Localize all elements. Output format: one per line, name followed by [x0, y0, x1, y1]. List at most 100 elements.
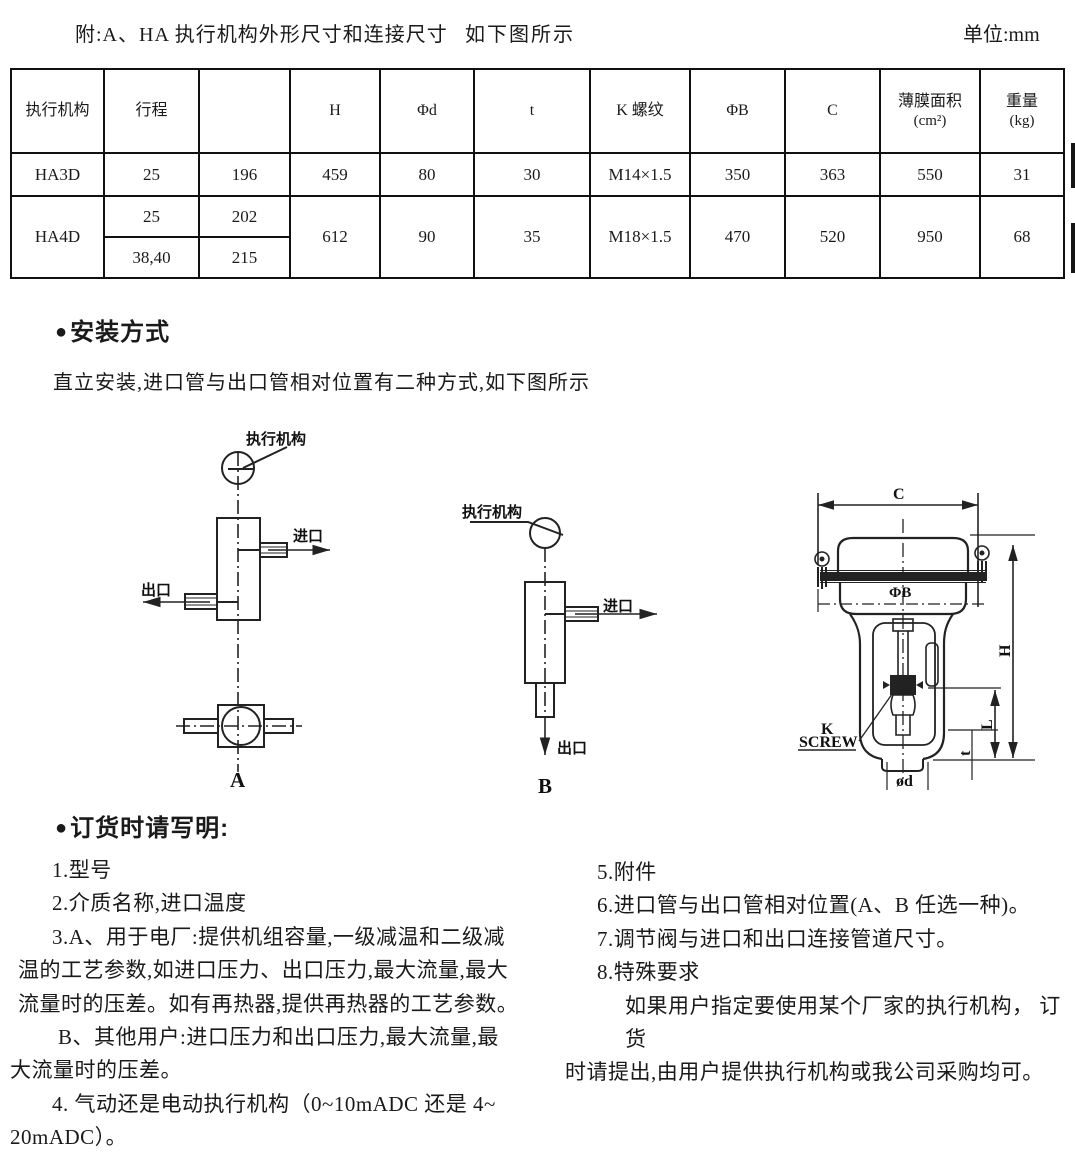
dim-label-t: t	[957, 750, 974, 756]
cell-stroke: 25	[103, 152, 200, 197]
col-kscrew: K 螺纹	[589, 68, 691, 154]
stem-nut	[892, 618, 914, 632]
dimension-table: 执行机构 行程 H Φd t K 螺纹 ΦB C 薄膜面积 (cm²) 重量 (…	[10, 68, 1065, 279]
col-actuator: 执行机构	[10, 68, 105, 154]
housing-flange-band	[820, 572, 986, 581]
actuator-label: 执行机构	[462, 503, 522, 521]
cell-kscrew: M18×1.5	[589, 195, 691, 279]
leader-line	[242, 446, 288, 469]
housing-top-dome	[836, 536, 970, 573]
cell-stroke: 25	[103, 195, 200, 238]
kscrew-label-line1: K	[821, 721, 834, 738]
cell-t: 35	[473, 195, 591, 279]
install-heading-text: 安装方式	[70, 319, 171, 346]
install-section-heading: ●安装方式	[55, 312, 170, 347]
install-body-text: 直立安装,进口管与出口管相对位置有二种方式,如下图所示	[53, 372, 590, 394]
col-diaphragm-area-line1: 薄膜面积	[897, 92, 962, 110]
stem-coupling	[890, 675, 916, 695]
page-title: 附:A、HA 执行机构外形尺寸和连接尺寸	[75, 24, 448, 46]
order-list-left: 1.型号 2.介质名称,进口温度 3.A、用于电厂:提供机组容量,一级减温和二级…	[10, 854, 545, 1155]
col-stroke: 行程	[103, 68, 200, 154]
bullet-icon: ●	[55, 817, 69, 839]
col-phid: Φd	[379, 68, 475, 154]
order-item-5: 5.附件	[597, 860, 657, 884]
cell-model: HA4D	[10, 195, 105, 279]
eye-bolt-left	[814, 551, 830, 567]
table-row-ha3d: HA3D 25 196 459 80 30 M14×1.5 350 363 55…	[10, 152, 1065, 197]
unit-label: 单位:mm	[963, 24, 1040, 46]
cell-blank: 196	[198, 152, 291, 197]
outlet-label: 出口	[141, 581, 171, 599]
cell-model: HA3D	[10, 152, 105, 197]
col-h: H	[289, 68, 381, 154]
eye-bolt-left-stem	[817, 567, 827, 589]
table-row-ha4d-b: 38,40 215	[11, 236, 1064, 279]
cell-area: 950	[879, 195, 981, 279]
housing-bottom-dome	[838, 583, 968, 616]
inlet-label: 进口	[293, 528, 323, 545]
scan-artifact	[1071, 223, 1075, 273]
cell-phid: 90	[379, 195, 475, 279]
cell-h: 459	[289, 152, 381, 197]
cell-c: 520	[784, 195, 881, 279]
outlet-label: 出口	[557, 739, 587, 757]
order-heading-text: 订货时请写明:	[70, 815, 230, 842]
order-item-3-line1: 3.A、用于电厂:提供机组容量,一级减温和二级减	[52, 924, 505, 949]
cell-kscrew: M14×1.5	[589, 152, 691, 197]
order-item-3-line2: 温的工艺参数,如进口压力、出口压力,最大流量,最大	[18, 958, 509, 983]
cell-weight: 31	[979, 152, 1065, 197]
dim-label-c: C	[893, 486, 905, 503]
cell-blank: 202	[198, 195, 291, 238]
table-header-row: 执行机构 行程 H Φd t K 螺纹 ΦB C 薄膜面积 (cm²) 重量 (…	[10, 68, 1065, 154]
order-item-3b-line2: 大流量时的压差。	[10, 1058, 182, 1083]
valve-body	[216, 517, 261, 621]
dim-label-phib: ΦB	[889, 585, 911, 601]
actuator-circle	[221, 451, 255, 485]
bullet-icon: ●	[55, 321, 69, 343]
order-list-right: 5.附件 6.进口管与出口管相对位置(A、B 任选一种)。 7.调节阀与进口和出…	[565, 856, 1075, 1090]
actuator-label: 执行机构	[246, 430, 306, 448]
col-c: C	[784, 68, 881, 154]
stem-lower-block	[890, 694, 916, 716]
diagram-b: 执行机构 进口 出口 B	[462, 503, 657, 798]
stem-plug	[895, 715, 911, 736]
col-weight-line1: 重量	[1005, 92, 1038, 110]
order-item-3-line3: 流量时的压差。如有再热器,提供再热器的工艺参数。	[18, 991, 519, 1016]
col-t: t	[473, 68, 591, 154]
page-title-suffix: 如下图所示	[465, 24, 575, 46]
order-item-3b-line1: B、其他用户:进口压力和出口压力,最大流量,最	[58, 1025, 499, 1050]
yoke-left	[849, 613, 883, 761]
cell-phib: 470	[689, 195, 786, 279]
order-item-4-line2: 20mADC）。	[10, 1125, 128, 1150]
eye-bolt-right-stem	[977, 561, 987, 583]
cell-blank: 215	[198, 236, 291, 279]
col-weight: 重量 (kg)	[979, 68, 1065, 154]
yoke-window	[872, 622, 936, 746]
kscrew-leader	[858, 686, 898, 742]
side-bracket	[925, 642, 939, 687]
table-row-ha4d-a: HA4D 25 202 612 90 35 M18×1.5 470 520 95…	[10, 195, 1065, 279]
yoke-right	[922, 613, 954, 761]
dim-label-l: L	[979, 719, 996, 730]
col-diaphragm-area: 薄膜面积 (cm²)	[879, 68, 981, 154]
scan-artifact	[1071, 143, 1075, 188]
dim-label-od: ød	[896, 773, 913, 790]
order-item-2: 2.介质名称,进口温度	[52, 891, 247, 916]
cell-area: 550	[879, 152, 981, 197]
order-item-8-note-line1: 如果用户指定要使用某个厂家的执行机构， 订货	[625, 993, 1061, 1052]
diagram-b-caption: B	[538, 774, 552, 798]
dim-label-h: H	[997, 644, 1014, 657]
bottom-flange	[881, 759, 924, 772]
col-phib: ΦB	[689, 68, 786, 154]
order-item-8-note-line2: 时请提出,由用户提供执行机构或我公司采购均可。	[565, 1060, 1044, 1085]
bottom-right-pipe	[263, 718, 294, 734]
col-blank	[198, 68, 291, 154]
diagram-a-caption: A	[230, 768, 246, 792]
order-section-heading: ●订货时请写明:	[55, 808, 229, 843]
inlet-label: 进口	[603, 598, 633, 615]
diagram-a: 执行机构 进口 出口 A	[141, 430, 330, 792]
order-item-6: 6.进口管与出口管相对位置(A、B 任选一种)。	[597, 893, 1031, 918]
kscrew-label-line2: SCREW	[799, 734, 858, 751]
cell-h: 612	[289, 195, 381, 279]
